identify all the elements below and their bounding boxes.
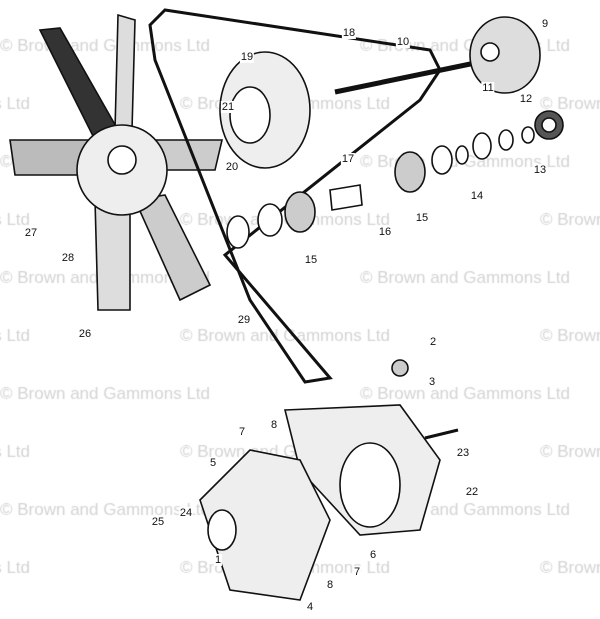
fan-belt xyxy=(148,8,442,384)
part-label: 23 xyxy=(455,447,471,459)
part-label: 8 xyxy=(325,579,335,591)
part-label: 18 xyxy=(341,27,357,39)
part-label: 15 xyxy=(303,254,319,266)
part-label: 15 xyxy=(414,212,430,224)
fan-assembly xyxy=(9,13,224,311)
part-label: 6 xyxy=(368,549,378,561)
part-label: 7 xyxy=(237,426,247,438)
part-label: 5 xyxy=(208,457,218,469)
part-label: 28 xyxy=(60,252,76,264)
part-label: 10 xyxy=(395,36,411,48)
part-label: 4 xyxy=(305,601,315,613)
bearing-stack xyxy=(226,126,535,249)
pump-housing xyxy=(199,404,441,601)
part-label: 1 xyxy=(213,554,223,566)
part-label: 16 xyxy=(377,226,393,238)
part-label: 8 xyxy=(269,419,279,431)
part-label: 21 xyxy=(220,101,236,113)
part-label: 20 xyxy=(224,161,240,173)
part-label: 3 xyxy=(427,376,437,388)
part-label: 12 xyxy=(518,93,534,105)
part-label: 14 xyxy=(469,190,485,202)
part-label: 17 xyxy=(340,153,356,165)
part-label: 24 xyxy=(178,507,194,519)
part-label: 13 xyxy=(532,164,548,176)
part-label: 19 xyxy=(239,51,255,63)
part-label: 9 xyxy=(540,18,550,30)
part-label: 11 xyxy=(481,82,495,94)
part-label: 25 xyxy=(150,516,166,528)
part-label: 2 xyxy=(428,336,438,348)
part-label: 26 xyxy=(77,328,93,340)
part-label: 29 xyxy=(236,314,252,326)
part-label: 22 xyxy=(464,486,480,498)
part-label: 27 xyxy=(23,227,39,239)
part-label: 7 xyxy=(352,566,362,578)
